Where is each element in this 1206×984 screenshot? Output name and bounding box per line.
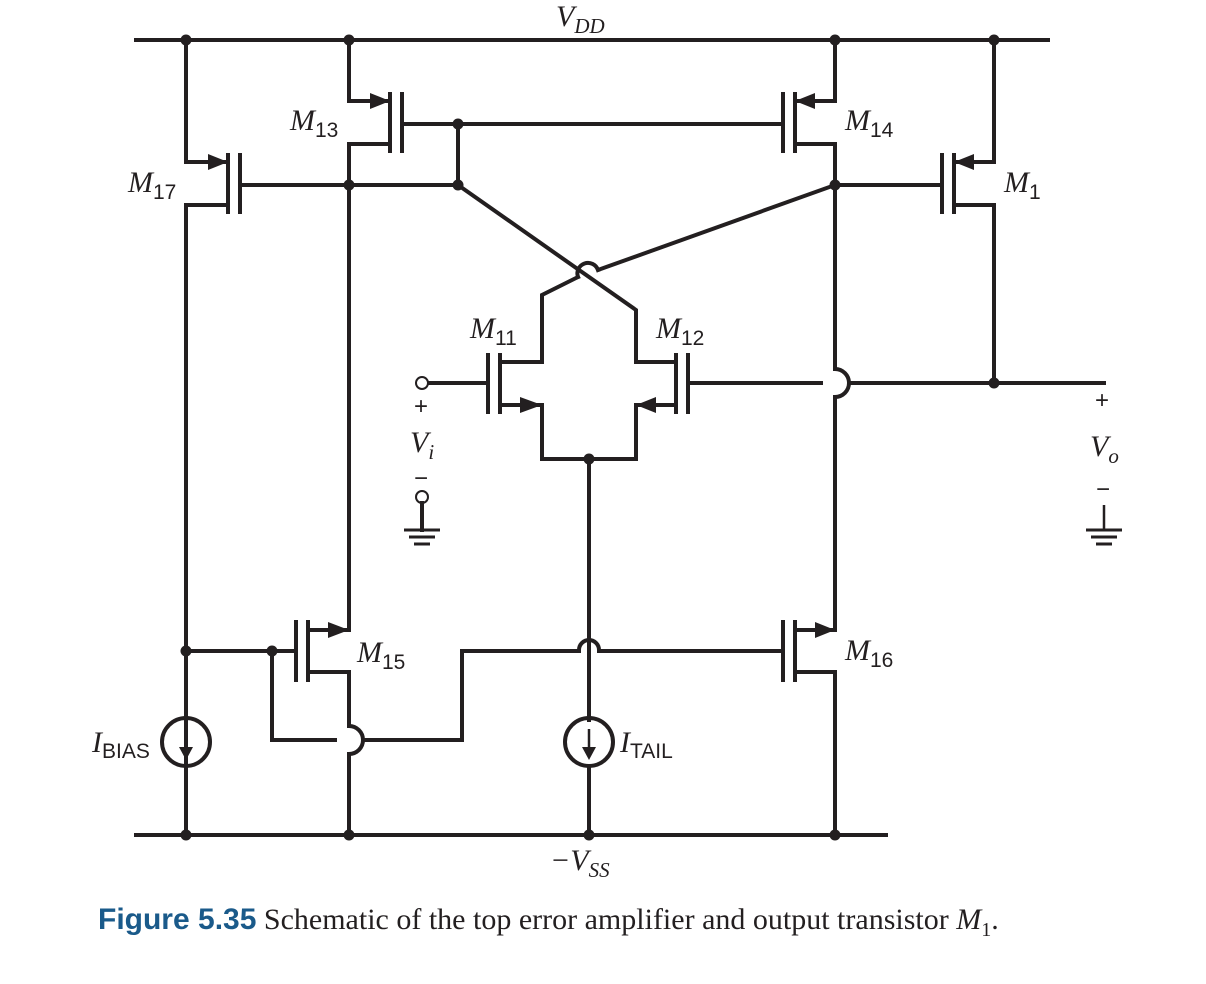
m15-label: M15	[356, 636, 405, 674]
figure-number: Figure 5.35	[98, 903, 257, 936]
caption-text: Schematic of the top error amplifier and…	[263, 903, 957, 936]
m11-label: M11	[469, 312, 517, 350]
cross-coupling-wires	[347, 122, 838, 362]
m1-label: M1	[1003, 166, 1041, 204]
junction-dots	[180, 34, 1000, 841]
vi-minus-sign: −	[414, 465, 428, 492]
transistor-m11	[426, 353, 638, 461]
transistor-m12	[634, 353, 1106, 461]
vo-plus-sign: +	[1095, 387, 1109, 414]
vss-label: −VSS	[550, 844, 610, 882]
vo-minus-sign: −	[1096, 476, 1110, 503]
itail-source-arrow	[582, 729, 596, 760]
caption-end: .	[991, 903, 999, 936]
bias-current-branch	[160, 716, 212, 768]
caption-symbol: M	[956, 903, 982, 936]
transistor-m16	[597, 618, 837, 837]
m14-label: M14	[844, 104, 894, 142]
m16-label: M16	[844, 634, 893, 672]
vo-ground-symbol	[1086, 505, 1122, 546]
vi-label: Vi	[410, 426, 434, 464]
tail-current-branch	[563, 457, 615, 837]
itail-label: ITAIL	[619, 726, 673, 763]
schematic-diagram: VDD −VSS M13 M14 M17 M1 M11 M12 M15 M16 …	[91, 0, 1122, 882]
ibias-label: IBIAS	[91, 726, 150, 763]
caption-symbol-sub: 1	[981, 919, 992, 941]
m13-label: M13	[289, 104, 338, 142]
vdd-label: VDD	[556, 0, 605, 38]
vo-label: Vo	[1090, 430, 1119, 468]
transistor-m1	[833, 38, 996, 385]
figure-caption: Figure 5.35 Schematic of the top error a…	[98, 903, 999, 942]
m12-label: M12	[655, 312, 704, 350]
transistor-m15	[184, 618, 581, 837]
m17-label: M17	[127, 166, 176, 204]
vi-input-terminal	[404, 376, 440, 546]
vi-plus-sign: +	[414, 393, 428, 420]
transistor-m13	[347, 38, 404, 622]
